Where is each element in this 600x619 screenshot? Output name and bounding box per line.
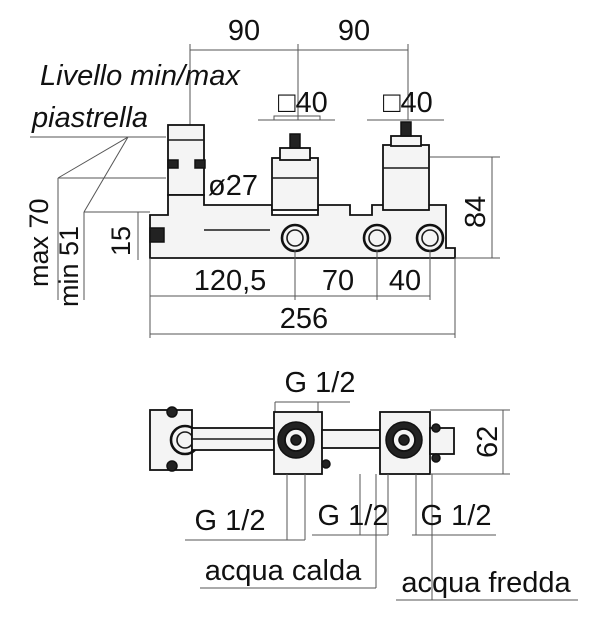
max-depth-label: max 70 bbox=[24, 198, 54, 287]
g-right-label: G 1/2 bbox=[421, 500, 492, 532]
height-84-label: 84 bbox=[460, 196, 492, 228]
dim-70-label: 70 bbox=[322, 265, 354, 297]
square-right-label: □40 bbox=[383, 87, 433, 119]
square-left-label: □40 bbox=[278, 87, 328, 119]
diameter-label: ø27 bbox=[208, 170, 258, 202]
dim-256-label: 256 bbox=[280, 303, 328, 335]
dim-120-5-label: 120,5 bbox=[194, 265, 267, 297]
g-left-label: G 1/2 bbox=[195, 505, 266, 537]
cold-water-label: acqua fredda bbox=[401, 567, 571, 599]
dim-label-90-right: 90 bbox=[338, 15, 370, 47]
g-top-label: G 1/2 bbox=[285, 367, 356, 399]
dim-label-90-left: 90 bbox=[228, 15, 260, 47]
elevation-view: 90 90 Livello min/max piastrella max 70 … bbox=[24, 15, 500, 338]
plan-view: G 1/2 62 bbox=[149, 367, 578, 601]
tile-level-label-2: piastrella bbox=[31, 102, 148, 134]
tile-level-label: Livello min/max bbox=[40, 60, 241, 92]
offset-15-label: 15 bbox=[106, 226, 136, 256]
g-mid-label: G 1/2 bbox=[318, 500, 389, 532]
dim-40-label: 40 bbox=[389, 265, 421, 297]
min-depth-label: min 51 bbox=[54, 226, 84, 307]
cold-cartridge bbox=[382, 121, 430, 211]
hot-cartridge bbox=[271, 133, 319, 211]
height-62-label: 62 bbox=[472, 426, 504, 458]
top-dimension: 90 90 bbox=[189, 15, 409, 205]
hot-water-label: acqua calda bbox=[205, 555, 362, 587]
